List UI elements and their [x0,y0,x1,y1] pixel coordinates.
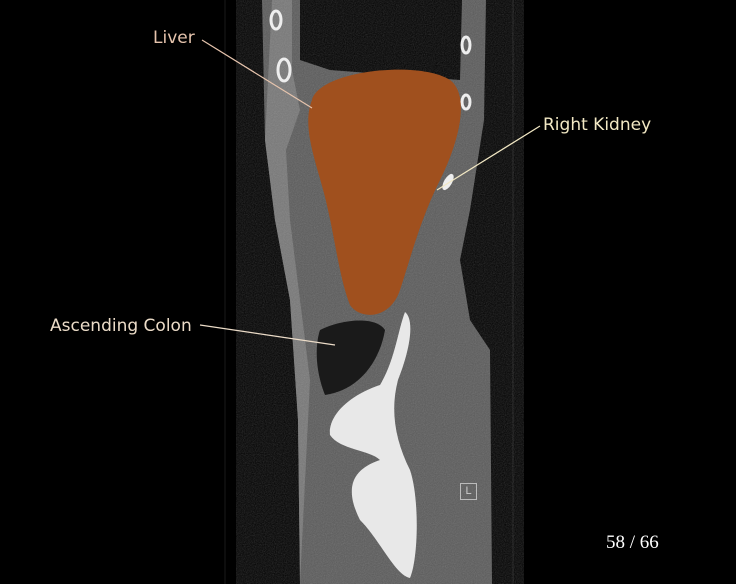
rib [460,93,472,111]
annotation-liver-label: Liver [153,28,195,48]
liver-segmentation [308,69,461,315]
annotation-ascending-colon-label: Ascending Colon [50,316,192,336]
orientation-marker: L [460,483,477,500]
ascending-colon-region [316,320,385,395]
rib [442,173,454,191]
rib [276,57,292,83]
pelvic-bone [329,312,417,578]
rib [269,9,283,31]
annotation-right-kidney-label: Right Kidney [543,115,652,135]
rib [460,35,472,55]
slice-counter: 58 / 66 [606,532,659,553]
